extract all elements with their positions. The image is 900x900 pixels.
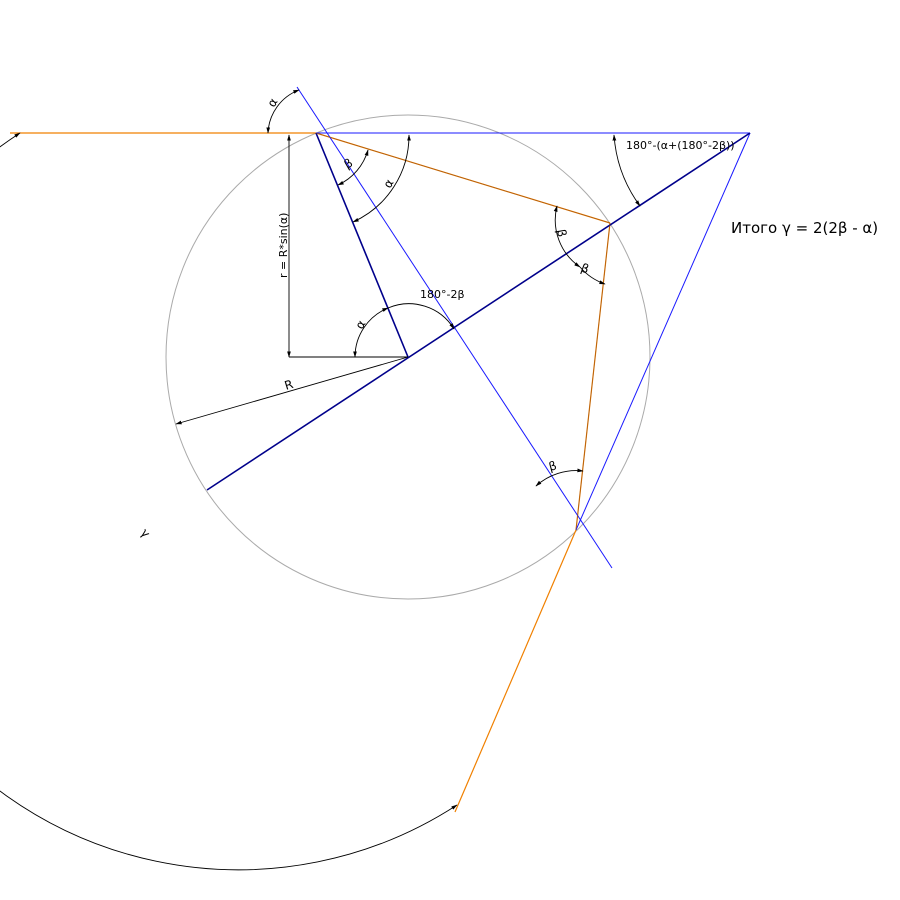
radius-label: R [283, 377, 295, 393]
alpha-label-top: α [264, 96, 280, 110]
beta-label-right-2: β [579, 261, 591, 277]
beta-arc-right-1 [553, 205, 581, 268]
beta-arc-right-2 [579, 266, 606, 285]
beta-label-right-1: β [554, 228, 569, 238]
beta-label-bottom: β [547, 458, 558, 474]
beta-arc-bottom [535, 468, 584, 487]
alpha-arc-mid [352, 134, 411, 223]
alpha-label-mid: α [380, 177, 396, 191]
alpha-label-center: α [352, 318, 368, 332]
small-radius-label: r = R*sin(α) [277, 213, 290, 278]
gamma-arc [0, 132, 458, 871]
gamma-label: γ [138, 526, 153, 540]
central-angle-label: 180°-2β [420, 288, 464, 301]
dark-blue-lines [206, 132, 751, 491]
beta-label-top: β [342, 156, 356, 172]
alpha-arc-center [353, 307, 389, 358]
diameter-dark-blue [206, 132, 751, 491]
right-blue-line [575, 132, 751, 531]
result-formula: Итого γ = 2(2β - α) [731, 219, 879, 237]
annotations [0, 89, 641, 871]
outer-angle-arc [612, 134, 641, 207]
chord-overlay [315, 132, 611, 224]
orange-lines [10, 132, 611, 813]
outer-angle-label: 180°-(α+(180°-2β)) [626, 139, 735, 152]
extended-orange-line [454, 529, 577, 813]
alpha-arc-top [266, 89, 300, 134]
central-angle-arc [387, 303, 455, 330]
